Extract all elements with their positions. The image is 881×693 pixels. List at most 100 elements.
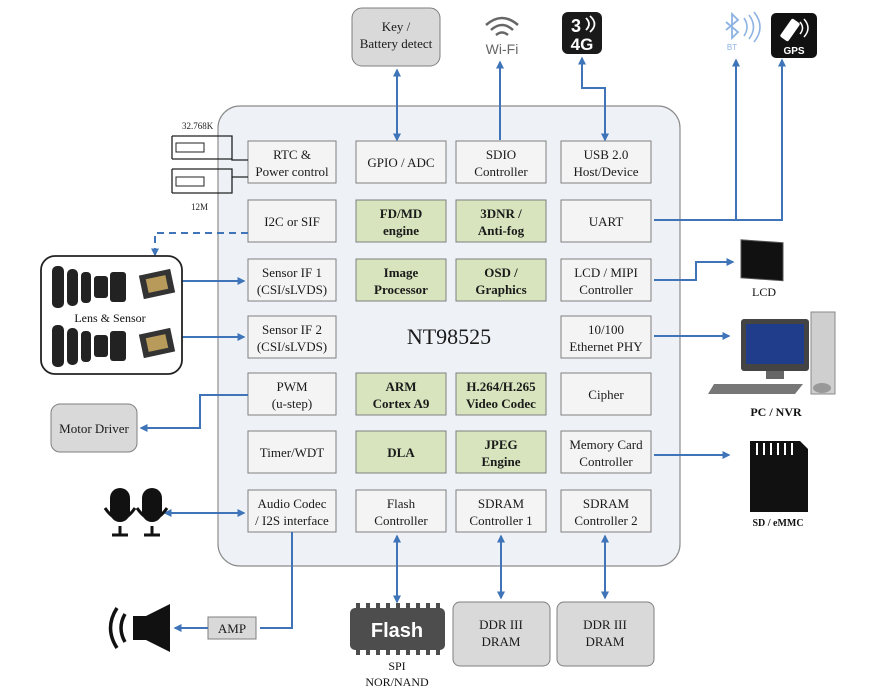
- block-fdmd: FD/MD engine: [355, 199, 447, 243]
- block-label: Power control: [255, 164, 329, 179]
- block-label: Memory Card: [569, 437, 643, 452]
- block-sensor1: Sensor IF 1 (CSI/sLVDS): [247, 258, 337, 302]
- block-label: Cortex A9: [373, 396, 430, 411]
- svg-text:DDR III: DDR III: [479, 617, 523, 632]
- block-label: SDRAM: [583, 496, 630, 511]
- sd-card-icon: SD / eMMC: [750, 441, 808, 529]
- block-label: 10/100: [588, 322, 624, 337]
- block-label: (CSI/sLVDS): [257, 282, 327, 297]
- block-sensor2: Sensor IF 2 (CSI/sLVDS): [247, 315, 337, 359]
- sd-label: SD / eMMC: [752, 518, 803, 529]
- block-label: Video Codec: [466, 396, 536, 411]
- gps-label: GPS: [783, 46, 804, 57]
- block-i2c: I2C or SIF: [247, 199, 337, 243]
- block-cipher: Cipher: [560, 372, 652, 416]
- lcd-label: LCD: [752, 285, 776, 299]
- block-label: GPIO / ADC: [367, 155, 434, 170]
- ddr-dram-1-box: DDR III DRAM: [452, 601, 551, 667]
- svg-text:Motor Driver: Motor Driver: [59, 421, 129, 436]
- block-label: Processor: [374, 282, 428, 297]
- microphone-icon: [103, 488, 169, 537]
- block-label: (CSI/sLVDS): [257, 339, 327, 354]
- block-label: RTC &: [273, 147, 311, 162]
- block-label: JPEG: [484, 437, 517, 452]
- block-sdio: SDIO Controller: [455, 140, 547, 184]
- speaker-icon: [108, 604, 170, 652]
- chip-name: NT98525: [407, 324, 491, 349]
- svg-text:3: 3: [571, 16, 581, 36]
- block-label: OSD /: [484, 265, 518, 280]
- block-label: 3DNR /: [480, 206, 522, 221]
- block-label: I2C or SIF: [264, 214, 320, 229]
- svg-text:DRAM: DRAM: [585, 634, 624, 649]
- block-uart: UART: [560, 199, 652, 243]
- block-label: SDIO: [486, 147, 516, 162]
- block-label: ARM: [385, 379, 416, 394]
- bluetooth-icon: BT: [725, 11, 761, 52]
- block-label: Controller: [579, 454, 633, 469]
- block-label: / I2S interface: [255, 513, 329, 528]
- svg-text:AMP: AMP: [218, 621, 246, 636]
- svg-text:Key /: Key /: [382, 19, 411, 34]
- lens-label: Lens & Sensor: [74, 311, 145, 325]
- svg-text:DDR III: DDR III: [583, 617, 627, 632]
- block-gpio: GPIO / ADC: [355, 140, 447, 184]
- block-label: DLA: [387, 445, 415, 460]
- gps-icon: GPS: [771, 13, 817, 58]
- block-label: Controller: [374, 513, 428, 528]
- block-label: Controller 1: [469, 513, 532, 528]
- wifi-label: Wi-Fi: [486, 41, 519, 57]
- block-label: USB 2.0: [584, 147, 629, 162]
- svg-text:12M: 12M: [191, 202, 208, 212]
- block-pwm: PWM(u-step): [247, 372, 337, 416]
- block-label: Controller: [579, 282, 633, 297]
- block-label: FD/MD: [380, 206, 423, 221]
- connection-arrows: [139, 56, 786, 632]
- block-dla: DLA: [355, 430, 447, 474]
- fourg-label: 4G: [571, 35, 594, 54]
- bt-label: BT: [727, 43, 737, 52]
- image-sensor-chip-icon: [138, 268, 176, 359]
- lens-sensor-group: Lens & Sensor: [40, 255, 183, 375]
- block-label: SDRAM: [478, 496, 525, 511]
- block-label: engine: [383, 223, 419, 238]
- wifi-icon: Wi-Fi: [485, 16, 519, 57]
- ddr-dram-2-box: DDR III DRAM: [556, 601, 655, 667]
- block-timer: Timer/WDT: [247, 430, 337, 474]
- block-label: Engine: [481, 454, 520, 469]
- pc-label: PC / NVR: [750, 405, 802, 419]
- block-label: (u-step): [272, 396, 312, 411]
- block-dnr: 3DNR /Anti-fog: [455, 199, 547, 243]
- crystal-oscillators: 32.768K 12M: [171, 121, 248, 212]
- spi-label: SPI: [388, 659, 405, 673]
- block-label: Timer/WDT: [260, 445, 325, 460]
- block-arm: ARM Cortex A9: [355, 372, 447, 416]
- svg-text:Battery detect: Battery detect: [360, 36, 433, 51]
- block-label: H.264/H.265: [466, 379, 536, 394]
- nor-nand-label: NOR/NAND: [365, 675, 429, 689]
- block-label: Host/Device: [574, 164, 639, 179]
- amp-box: AMP: [207, 616, 257, 640]
- svg-text:DRAM: DRAM: [481, 634, 520, 649]
- 4g-icon: 3 4G: [562, 12, 602, 54]
- block-label: Audio Codec: [258, 496, 327, 511]
- block-label: UART: [589, 214, 624, 229]
- motor-driver-box: Motor Driver: [50, 403, 138, 453]
- pc-icon: PC / NVR: [708, 311, 836, 419]
- flash-chip-label: Flash: [371, 620, 423, 642]
- block-label: Ethernet PHY: [569, 339, 643, 354]
- block-label: Controller: [474, 164, 528, 179]
- block-label: Sensor IF 2: [262, 322, 322, 337]
- block-label: Sensor IF 1: [262, 265, 322, 280]
- block-label: Cipher: [588, 387, 624, 402]
- key-battery-box: Key / Battery detect: [351, 7, 441, 67]
- block-audio: Audio Codec / I2S interface: [247, 489, 337, 533]
- svg-text:32.768K: 32.768K: [182, 121, 214, 131]
